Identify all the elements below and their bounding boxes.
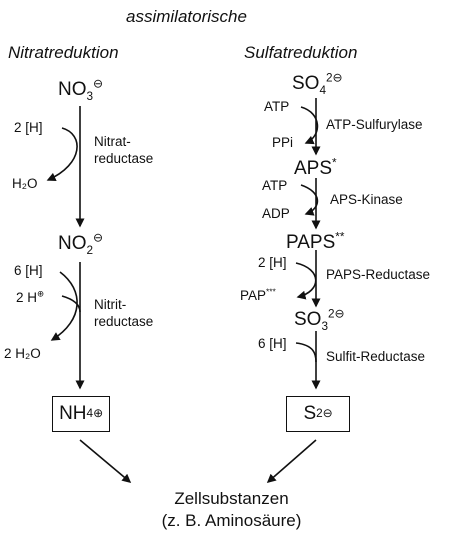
paps-reductase-curve <box>295 262 317 300</box>
nitrate-step-water: H₂O <box>12 176 38 191</box>
nitrite-ion: NO2⊖ <box>58 231 103 257</box>
nitrate-reductase-label: Nitrat-reductase <box>94 134 154 166</box>
nitrite-reductase-label: Nitrit-reductase <box>94 297 154 329</box>
paps-reductase-label: PAPS-Reductase <box>326 267 431 282</box>
cell-substances-example: (z. B. Aminosäure) <box>161 511 302 530</box>
kinase-adp: ADP <box>262 206 290 221</box>
sulfate-ion: SO42⊖ <box>292 71 343 97</box>
sulfurylase-ppi: PPi <box>272 135 294 150</box>
paps-reductase-reductant: 2 [H] <box>258 255 287 270</box>
sulfide-to-cell-arrow <box>266 439 317 483</box>
aps-kinase-label: APS-Kinase <box>330 192 403 207</box>
header-assimilatory: assimilatorische <box>126 7 247 26</box>
nitrite-step-water: 2 H₂O <box>4 346 41 361</box>
sulfurylase-atp: ATP <box>264 99 290 114</box>
nitrite-step-reductant: 6 [H] <box>14 263 43 278</box>
atp-sulfurylase-label: ATP-Sulfurylase <box>326 117 423 132</box>
nitrite-reductase-curve-2h <box>61 295 81 313</box>
sulfite-ion: SO32⊖ <box>294 307 345 333</box>
paps-reductase-pap: PAP*** <box>240 286 276 303</box>
title-nitrate-reduction: Nitratreduktion <box>8 43 119 62</box>
kinase-atp: ATP <box>262 178 288 193</box>
sulfite-reductase-curve <box>295 342 317 363</box>
atp-sulfurylase-curve <box>300 106 319 145</box>
paps-compound: PAPS** <box>286 230 345 253</box>
aps-kinase-curve <box>300 184 319 216</box>
sulfite-reductase-label: Sulfit-Reductase <box>326 349 426 364</box>
nitrite-reductase-curve-6h <box>50 271 78 341</box>
ammonium-to-cell-arrow <box>79 439 132 483</box>
nitrate-ion: NO3⊖ <box>58 77 103 103</box>
title-sulfate-reduction: Sulfatreduktion <box>244 43 358 62</box>
nitrate-step-reductant: 2 [H] <box>14 120 43 135</box>
sulfite-reductase-reductant: 6 [H] <box>258 336 287 351</box>
nitrate-reductase-curve <box>46 127 78 182</box>
nitrite-step-protons: 2 H⊕ <box>16 288 45 305</box>
cell-substances: Zellsubstanzen <box>174 489 289 508</box>
aps-compound: APS* <box>294 156 337 179</box>
